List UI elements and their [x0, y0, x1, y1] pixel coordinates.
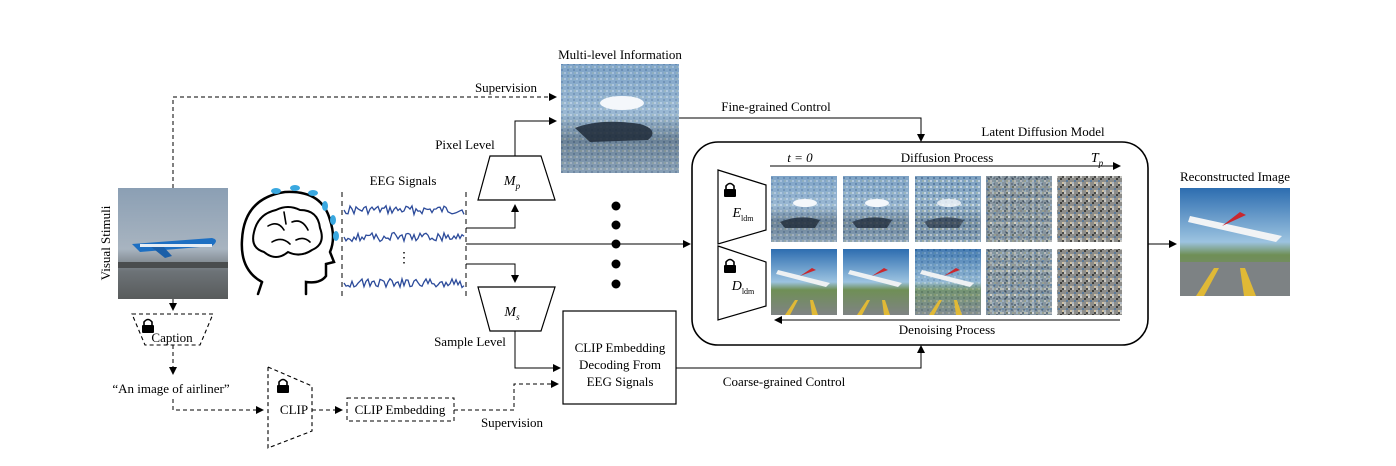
lock-icon — [724, 258, 736, 273]
diffusion-image — [1057, 176, 1122, 242]
diffusion-top-row — [771, 176, 1122, 242]
multi-level-information-label: Multi-level Information — [558, 47, 682, 62]
vertical-ellipsis-dots — [611, 201, 621, 289]
d-ldm-module — [717, 245, 767, 321]
visual-stimuli-label: Visual Stimuli — [98, 205, 113, 280]
clip-decoding-line1: CLIP Embedding — [575, 340, 666, 355]
denoising-image — [915, 249, 981, 315]
fine-grained-control-arrow — [679, 117, 925, 142]
e-ldm-label: Eldm — [731, 206, 754, 223]
ms-label: Ms — [503, 305, 520, 322]
caption-text: “An image of airliner” — [112, 381, 230, 396]
fine-grained-control-label: Fine-grained Control — [721, 99, 831, 114]
clip-decoding-line3: EEG Signals — [587, 374, 654, 389]
t-zero-label: t = 0 — [787, 150, 813, 165]
t-p-label: Tp — [1091, 151, 1104, 168]
denoising-image — [843, 249, 909, 315]
visual-stimuli-image — [118, 188, 228, 299]
coarse-grained-control-label: Coarse-grained Control — [723, 374, 846, 389]
supervision-top-label: Supervision — [475, 80, 538, 95]
diffusion-image — [986, 176, 1052, 242]
lock-icon — [277, 378, 289, 393]
coarse-grained-control-arrow — [676, 345, 925, 369]
eeg-signals-label: EEG Signals — [370, 173, 437, 188]
diffusion-image — [915, 176, 981, 242]
clip-embedding-box — [346, 397, 455, 422]
brain-head-icon — [240, 190, 336, 296]
denoising-bottom-row — [771, 249, 1122, 315]
latent-diffusion-model-label: Latent Diffusion Model — [981, 124, 1105, 139]
pixel-level-label: Pixel Level — [435, 137, 495, 152]
eeg-ellipsis: ⋮ — [397, 251, 411, 266]
supervision-bottom-label: Supervision — [481, 415, 544, 430]
eeg-waves — [343, 204, 465, 290]
clip-embedding-label: CLIP Embedding — [355, 402, 446, 417]
supervision-top-arrow — [172, 93, 557, 188]
sample-level-label: Sample Level — [434, 334, 506, 349]
denoising-process-label: Denoising Process — [899, 322, 995, 337]
ms-module — [477, 286, 556, 332]
denoising-image — [1057, 249, 1122, 315]
reconstructed-image — [1180, 188, 1290, 296]
multi-level-information-image — [561, 64, 679, 173]
denoising-image — [771, 249, 837, 315]
lock-icon — [142, 318, 154, 333]
reconstructed-image-label: Reconstructed Image — [1180, 169, 1290, 184]
diffusion-image — [771, 176, 837, 242]
lock-icon — [724, 182, 736, 197]
clip-encoder-label: CLIP — [280, 402, 308, 417]
diffusion-image — [843, 176, 909, 242]
denoising-image — [986, 249, 1052, 315]
clip-decoding-line2: Decoding From — [579, 357, 661, 372]
clip-decoding-box — [562, 310, 677, 405]
diffusion-process-label: Diffusion Process — [901, 150, 994, 165]
caption-label: Caption — [151, 330, 193, 345]
d-ldm-label: Dldm — [731, 279, 755, 296]
electrode-dots — [271, 185, 339, 241]
e-ldm-module — [717, 169, 767, 245]
mp-module — [477, 155, 556, 201]
mp-label: Mp — [503, 174, 521, 191]
